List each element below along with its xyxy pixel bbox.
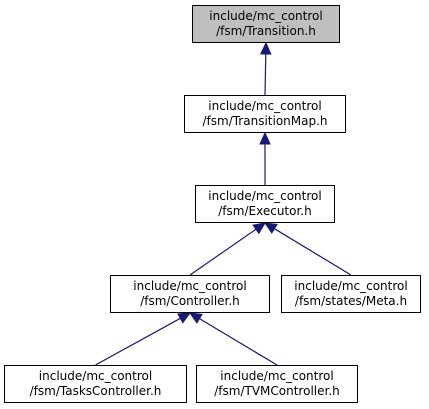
edge-tvm-controller-to-controller	[199, 318, 278, 366]
node-tvmcontroller-h[interactable]: include/mc_control /fsm/TVMController.h	[196, 365, 358, 403]
edge-tasks-controller-to-controller	[95, 317, 181, 366]
arrowhead-icon	[252, 222, 266, 235]
arrowhead-icon	[260, 41, 272, 55]
node-line-1: include/mc_control	[220, 369, 334, 383]
node-line-1: include/mc_control	[208, 189, 322, 203]
node-line-2: /fsm/TransitionMap.h	[202, 114, 328, 128]
node-taskscontroller-h[interactable]: include/mc_control /fsm/TasksController.…	[4, 365, 187, 403]
node-transitionmap-h[interactable]: include/mc_control /fsm/TransitionMap.h	[184, 95, 346, 133]
node-line-2: /fsm/Controller.h	[140, 294, 240, 308]
edge-controller-to-executor	[189, 228, 257, 276]
arrowhead-icon	[259, 131, 271, 145]
node-line-2: /fsm/TasksController.h	[29, 384, 162, 398]
node-controller-h[interactable]: include/mc_control /fsm/Controller.h	[110, 275, 270, 313]
node-line-1: include/mc_control	[209, 9, 323, 23]
node-line-2: /fsm/Executor.h	[218, 204, 312, 218]
node-line-2: /fsm/TVMController.h	[214, 384, 340, 398]
node-transition-h[interactable]: include/mc_control /fsm/Transition.h	[192, 5, 340, 43]
node-line-1: include/mc_control	[294, 279, 408, 293]
arrowhead-icon	[188, 312, 203, 324]
edge-transition-map-to-transition	[264, 53, 267, 96]
node-line-2: /fsm/Transition.h	[216, 24, 316, 38]
node-meta-h[interactable]: include/mc_control /fsm/states/Meta.h	[281, 275, 421, 313]
node-line-1: include/mc_control	[38, 369, 153, 383]
node-executor-h[interactable]: include/mc_control /fsm/Executor.h	[195, 185, 335, 223]
arrowhead-icon	[263, 222, 278, 234]
edge-meta-to-executor	[274, 228, 352, 276]
node-line-2: /fsm/states/Meta.h	[294, 294, 408, 308]
node-line-1: include/mc_control	[133, 279, 247, 293]
node-line-1: include/mc_control	[208, 99, 322, 113]
arrowhead-icon	[177, 312, 192, 324]
